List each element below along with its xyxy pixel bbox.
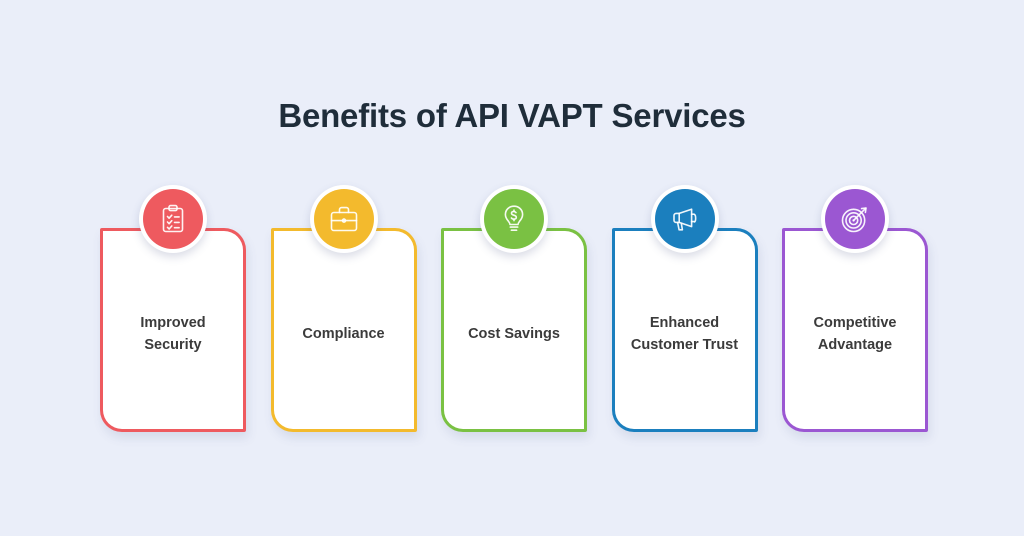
benefit-label: Compliance: [302, 326, 385, 342]
benefit-label: Improved Security: [140, 315, 206, 353]
benefit-label: Competitive Advantage: [813, 315, 897, 353]
icon-badge: [139, 185, 207, 253]
icon-badge: [821, 185, 889, 253]
benefits-card-row: Improved Security Compliance: [100, 185, 928, 432]
icon-badge: [650, 185, 719, 253]
benefit-card-enhanced-customer-trust[interactable]: Enhanced Customer Trust: [611, 185, 758, 432]
benefit-card-competitive-advantage[interactable]: Competitive Advantage: [782, 185, 928, 432]
clipboard-checklist-icon: [143, 189, 203, 249]
icon-badge: [480, 185, 548, 253]
benefit-label: Cost Savings: [468, 326, 560, 342]
target-arrow-icon: [825, 189, 885, 249]
megaphone-icon: [654, 189, 715, 249]
lightbulb-dollar-icon: [484, 189, 544, 249]
briefcase-icon: [313, 189, 374, 249]
benefit-card-compliance[interactable]: Compliance: [270, 185, 417, 432]
page-title: Benefits of API VAPT Services: [278, 97, 746, 134]
benefit-label: Enhanced Customer Trust: [630, 315, 739, 353]
icon-badge: [309, 185, 378, 253]
benefit-card-improved-security[interactable]: Improved Security: [100, 185, 246, 432]
benefit-card-cost-savings[interactable]: Cost Savings: [441, 185, 587, 432]
